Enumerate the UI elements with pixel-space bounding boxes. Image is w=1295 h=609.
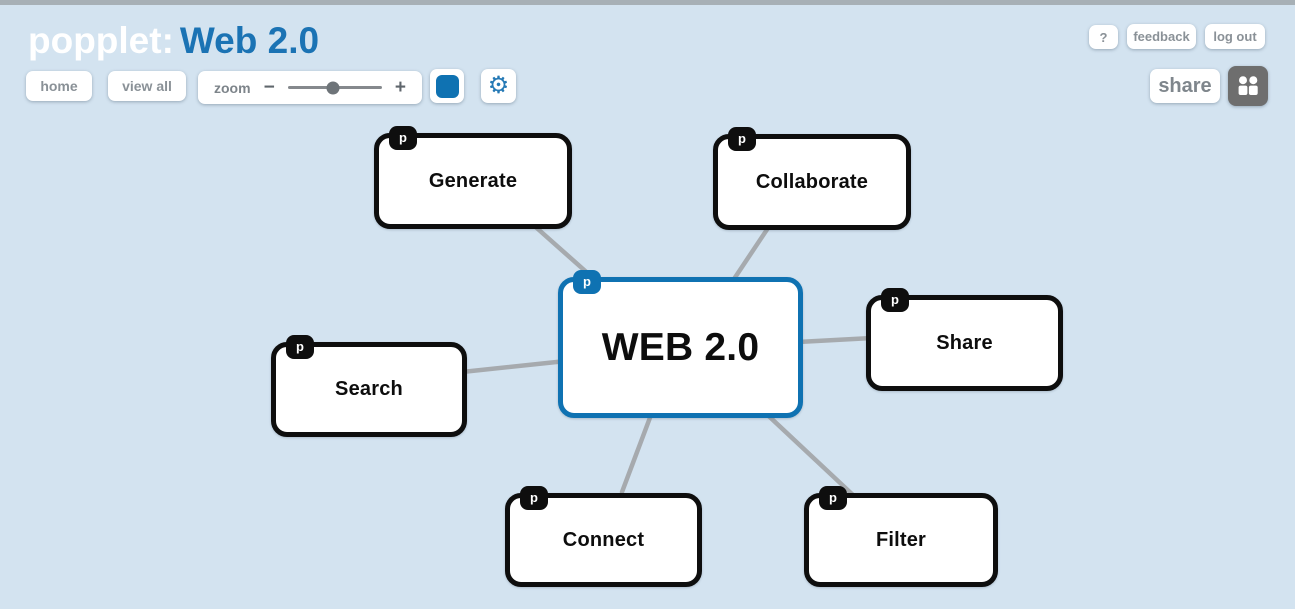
app-logo-text: popplet: xyxy=(28,20,174,61)
zoom-in-button[interactable]: + xyxy=(394,77,406,98)
share-button[interactable]: share xyxy=(1150,69,1220,103)
popple-node-collaborate[interactable]: p Collaborate xyxy=(713,127,911,230)
zoom-control: zoom − + xyxy=(198,71,422,104)
zoom-label: zoom xyxy=(214,79,251,96)
connector-line-connect xyxy=(619,404,657,495)
popple-node-connect[interactable]: p Connect xyxy=(505,486,702,587)
popple-node-share[interactable]: p Share xyxy=(866,288,1063,391)
popple-node-label: Collaborate xyxy=(755,170,869,193)
popple-node-label: WEB 2.0 xyxy=(601,325,760,369)
popple-author-badge: p xyxy=(520,486,548,510)
gear-icon: ⚙ xyxy=(487,72,510,99)
connector-line-share xyxy=(795,335,875,345)
color-swatch-icon xyxy=(435,74,459,98)
popple-node-label: Search xyxy=(335,378,403,400)
popple-author-badge: p xyxy=(728,127,756,151)
feedback-button[interactable]: feedback xyxy=(1127,24,1196,49)
popple-author-badge: p xyxy=(881,288,909,312)
settings-button[interactable]: ⚙ xyxy=(481,69,516,103)
connector-line-search xyxy=(459,358,569,375)
popple-node-generate[interactable]: p Generate xyxy=(374,126,572,229)
popple-node-label: Generate xyxy=(428,169,518,192)
popplet-canvas[interactable]: p WEB 2.0 p Generate p Collaborate p Sha… xyxy=(0,5,1295,609)
popple-node-label: Connect xyxy=(562,528,645,551)
popple-author-badge: p xyxy=(819,486,847,510)
view-all-button[interactable]: view all xyxy=(108,71,186,101)
connector-lines-layer xyxy=(459,219,875,498)
connector-line-collaborate xyxy=(731,219,775,282)
window-top-strip xyxy=(0,0,1295,5)
logout-button[interactable]: log out xyxy=(1205,24,1265,49)
board-title: Web 2.0 xyxy=(179,20,320,61)
help-button[interactable]: ? xyxy=(1089,25,1118,49)
connector-line-filter xyxy=(755,403,856,498)
popple-author-badge: p xyxy=(286,335,314,359)
home-button[interactable]: home xyxy=(26,71,92,101)
color-picker-button[interactable] xyxy=(430,69,464,103)
zoom-slider-thumb[interactable] xyxy=(326,81,340,94)
popple-node-search[interactable]: p Search xyxy=(271,335,467,437)
popple-node-web20[interactable]: p WEB 2.0 xyxy=(558,270,803,418)
connector-line-generate xyxy=(527,219,595,280)
popple-author-badge: p xyxy=(389,126,417,150)
popple-author-badge: p xyxy=(573,270,601,294)
popple-node-label: Share xyxy=(936,331,993,354)
popple-node-label: Filter xyxy=(875,528,927,551)
collaborators-button[interactable] xyxy=(1228,66,1268,106)
zoom-slider-track[interactable] xyxy=(287,81,382,94)
zoom-out-button[interactable]: − xyxy=(263,77,275,98)
app-logo: popplet:Web 2.0 xyxy=(28,20,319,62)
users-icon xyxy=(1238,76,1258,95)
popple-node-filter[interactable]: p Filter xyxy=(804,486,998,587)
